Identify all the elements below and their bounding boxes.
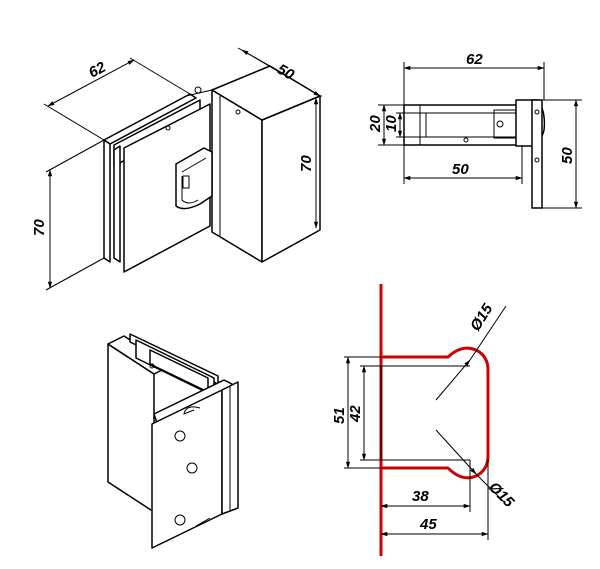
glass-clamp-plate [103, 86, 213, 273]
isometric-view-bottom [107, 333, 239, 549]
top-dim-50-vertical: 50 [542, 99, 582, 209]
dim-radius-bottom: Ø15 [435, 429, 518, 512]
top-62-label: 62 [466, 51, 483, 68]
top-dim-20-10: 20 10 [367, 104, 404, 146]
top-view: 62 50 20 10 50 [367, 51, 582, 209]
dim-70-right-label: 70 [298, 155, 315, 172]
dim-45: 45 [380, 460, 489, 540]
dim-62-label: 62 [86, 58, 109, 81]
top-10-label: 10 [383, 115, 400, 132]
hinge-knuckle [175, 147, 213, 210]
dim-45-label: 45 [419, 516, 437, 533]
dim-50-label: 50 [274, 61, 298, 84]
dim-70-left-label: 70 [31, 219, 48, 236]
dim-38-label: 38 [412, 488, 429, 505]
top-20-label: 20 [367, 115, 384, 133]
top-50-vert-label: 50 [559, 147, 576, 164]
isometric-view-top: 62 50 70 70 [31, 47, 322, 291]
dim-radius-top: Ø15 [435, 301, 507, 401]
radius-top-label: Ø15 [467, 301, 497, 335]
section-view: 51 42 Ø15 Ø15 38 45 [331, 284, 518, 556]
section-inner-lines [344, 356, 470, 469]
dim-depth-50: 50 [237, 47, 322, 97]
top-dim-50-horizontal: 50 [403, 145, 523, 184]
dim-51: 51 [331, 356, 351, 469]
dim-38: 38 [380, 460, 471, 512]
dim-height-70-right: 70 [298, 97, 319, 229]
dim-height-70-left: 70 [31, 139, 105, 291]
top-dim-62: 62 [403, 51, 545, 105]
dim-42-label: 42 [347, 405, 364, 423]
dim-51-label: 51 [331, 407, 348, 424]
dim-42: 42 [347, 365, 367, 461]
radius-bottom-label: Ø15 [485, 479, 518, 512]
dim-width-62: 62 [43, 57, 191, 141]
top-50-label: 50 [452, 161, 469, 178]
top-view-body [403, 99, 546, 209]
